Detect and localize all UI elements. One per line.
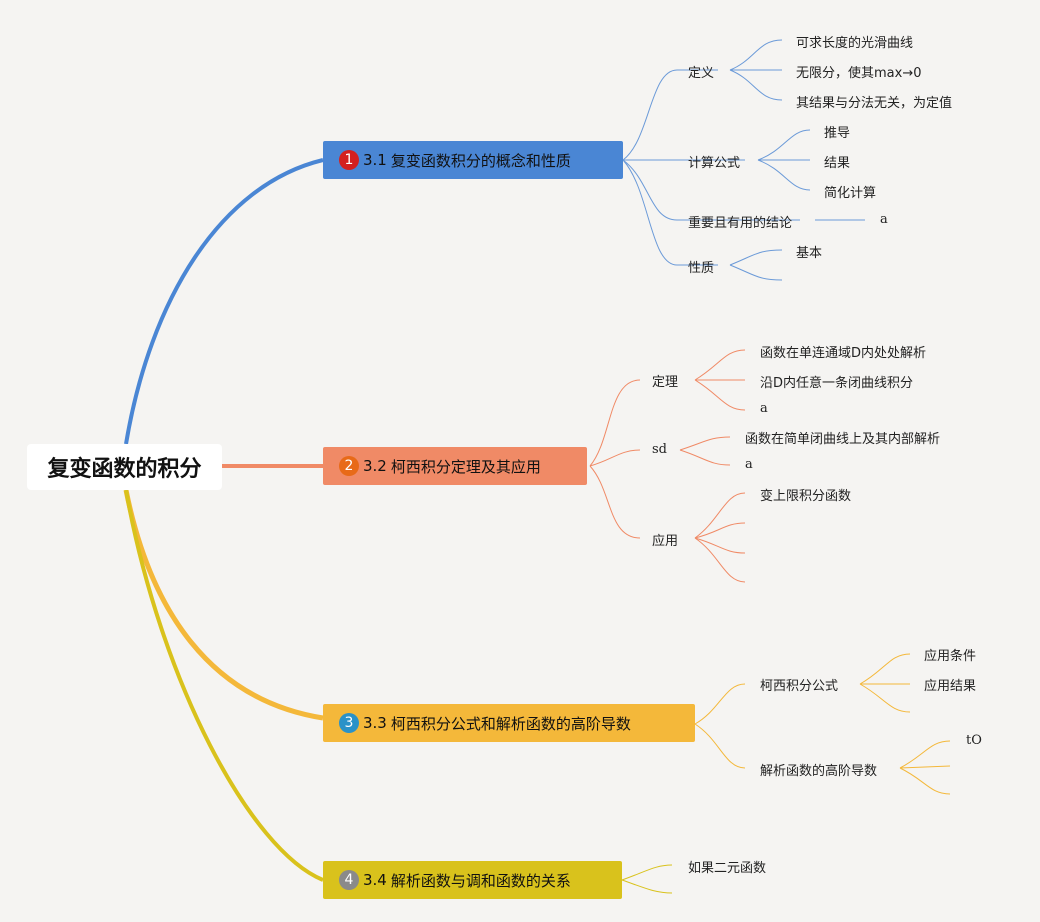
number-badge: 2 (339, 456, 359, 476)
subtopic-application[interactable]: 应用 (652, 534, 679, 549)
leaf-node[interactable]: 简化计算 (824, 186, 877, 201)
topic-title: 柯西积分定理及其应用 (390, 457, 541, 476)
leaf-node[interactable]: 变上限积分函数 (760, 489, 852, 504)
topic-number: 3.3 (363, 714, 387, 732)
topic-3-4[interactable]: 4 3.4 解析函数与调和函数的关系 (323, 861, 622, 899)
topic-title: 复变函数积分的概念和性质 (390, 151, 571, 170)
topic-3-1[interactable]: 1 3.1 复变函数积分的概念和性质 (323, 141, 623, 179)
leaf-node[interactable]: 可求长度的光滑曲线 (796, 36, 914, 51)
subtopic-properties[interactable]: 性质 (688, 261, 715, 276)
subtopic-theorem[interactable]: 定理 (652, 375, 679, 390)
topic-number: 3.4 (363, 871, 387, 889)
root-label: 复变函数的积分 (47, 457, 202, 482)
leaf-node[interactable]: 应用结果 (924, 679, 977, 694)
root-topic[interactable]: 复变函数的积分 (27, 444, 222, 490)
leaf-node[interactable]: 沿D内任意一条闭曲线积分 (760, 376, 914, 391)
leaf-node[interactable]: a (760, 401, 768, 416)
leaf-node[interactable]: 结果 (824, 156, 851, 171)
leaf-node[interactable]: tO (966, 733, 982, 748)
leaf-node[interactable]: 基本 (796, 246, 823, 261)
leaf-node[interactable]: 其结果与分法无关，为定值 (796, 96, 953, 111)
subtopic-higher-derivatives[interactable]: 解析函数的高阶导数 (760, 764, 878, 779)
topic-3-3[interactable]: 3 3.3 柯西积分公式和解析函数的高阶导数 (323, 704, 695, 742)
number-badge: 3 (339, 713, 359, 733)
leaf-node[interactable]: a (745, 457, 753, 472)
subtopic-sd[interactable]: sd (652, 442, 667, 457)
leaf-node[interactable]: 推导 (824, 126, 851, 141)
leaf-node[interactable]: a (880, 212, 888, 227)
subtopic-conclusion[interactable]: 重要且有用的结论 (688, 216, 793, 231)
subtopic-calc-formula[interactable]: 计算公式 (688, 156, 741, 171)
leaf-node[interactable]: 函数在单连通域D内处处解析 (760, 346, 927, 361)
topic-number: 3.2 (363, 457, 387, 475)
topic-number: 3.1 (363, 151, 387, 169)
leaf-node[interactable]: 无限分，使其max→0 (796, 66, 922, 81)
topic-3-2[interactable]: 2 3.2 柯西积分定理及其应用 (323, 447, 587, 485)
number-badge: 4 (339, 870, 359, 890)
subtopic-binary-function[interactable]: 如果二元函数 (688, 861, 767, 876)
leaf-node[interactable]: 应用条件 (924, 649, 977, 664)
subtopic-definition[interactable]: 定义 (688, 66, 715, 81)
subtopic-cauchy-formula[interactable]: 柯西积分公式 (760, 679, 839, 694)
topic-title: 解析函数与调和函数的关系 (390, 871, 571, 890)
number-badge: 1 (339, 150, 359, 170)
leaf-node[interactable]: 函数在简单闭曲线上及其内部解析 (745, 432, 941, 447)
topic-title: 柯西积分公式和解析函数的高阶导数 (390, 714, 631, 733)
